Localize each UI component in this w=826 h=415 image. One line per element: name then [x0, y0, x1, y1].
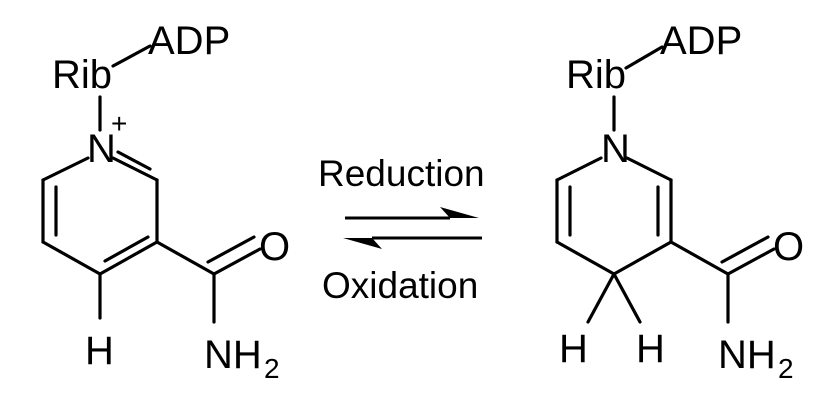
oxygen-label-reduced: O	[773, 225, 804, 269]
amide-nh-label: NH	[204, 333, 262, 377]
reduction-label: Reduction	[318, 153, 485, 194]
ring-bond-c4-c3	[98, 240, 159, 276]
ring-bond-n-c6	[41, 156, 90, 182]
ring-bond-c5-c4-reduced	[555, 240, 616, 276]
carbonyl-double-bond-b-reduced	[720, 235, 770, 264]
carbonyl-double-bond-b	[206, 235, 256, 264]
adp-label-reduced: ADP	[660, 19, 742, 63]
rib-label-reduced: Rib	[566, 53, 626, 97]
carbonyl-double-bond-a	[212, 247, 262, 276]
c4-hydrogen-left-label: H	[559, 327, 588, 371]
nadh-structure: Rib ADP N O NH 2 H H	[555, 19, 804, 384]
amide-subscript: 2	[264, 353, 280, 384]
ring-bond-n-c6-reduced	[555, 156, 603, 182]
c3-carbonyl-bond	[155, 240, 216, 276]
c4-hydrogen-right-label: H	[636, 327, 665, 371]
amide-subscript-reduced: 2	[778, 353, 794, 384]
ring-bond-c4-c3-reduced	[612, 240, 673, 276]
nitrogen-label-reduced: N	[601, 127, 630, 171]
forward-arrow-head	[440, 207, 479, 218]
c3-carbonyl-bond-reduced	[669, 240, 730, 276]
c4-h-right-bond	[612, 272, 642, 324]
ring-bond-c2-n-inner	[116, 150, 152, 171]
oxidation-label: Oxidation	[322, 265, 478, 306]
oxygen-label: O	[259, 225, 290, 269]
positive-charge: +	[111, 108, 127, 139]
nitrogen-label: N	[87, 127, 116, 171]
rib-adp-bond	[111, 44, 152, 68]
ring-bond-c2-n	[111, 156, 159, 182]
ring-bond-c2-n-reduced	[625, 156, 673, 182]
amide-nh-label-reduced: NH	[718, 333, 776, 377]
carbonyl-double-bond-a-reduced	[726, 247, 776, 276]
c4-hydrogen-label: H	[85, 329, 114, 373]
c4-h-left-bond	[586, 272, 616, 324]
ring-bond-c4-c3-inner	[103, 235, 150, 263]
adp-label: ADP	[148, 19, 230, 63]
ring-bond-c5-c4	[41, 240, 102, 276]
rib-label: Rib	[52, 53, 112, 97]
reaction-arrows: Reduction Oxidation	[318, 153, 485, 306]
nad-plus-structure: Rib ADP N + O NH 2 H	[41, 19, 290, 384]
reverse-arrow-head	[343, 238, 382, 249]
rib-adp-bond-reduced	[624, 45, 664, 70]
